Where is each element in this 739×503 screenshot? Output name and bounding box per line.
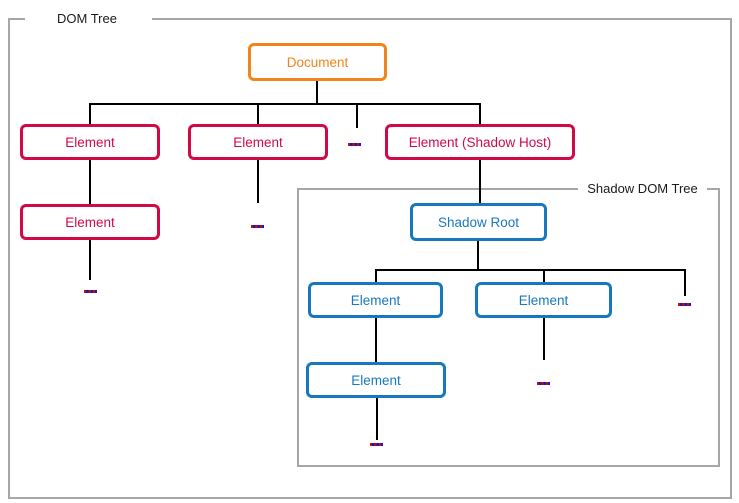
connector-line xyxy=(356,103,358,128)
dom-tree-label: DOM Tree xyxy=(25,10,152,27)
node-element-1-child: Element xyxy=(20,204,160,240)
connector-line xyxy=(316,81,318,105)
dom-tree-frame xyxy=(8,18,732,499)
node-shadow-element-1-child: Element xyxy=(306,362,446,398)
connector-line xyxy=(479,103,481,124)
ellipsis-mark xyxy=(348,143,361,146)
connector-line xyxy=(89,240,91,280)
node-shadow-root: Shadow Root xyxy=(410,203,547,241)
node-document: Document xyxy=(248,43,387,81)
connector-line xyxy=(89,160,91,204)
connector-line xyxy=(543,269,545,282)
connector-line xyxy=(257,103,259,124)
node-element-2: Element xyxy=(188,124,328,160)
connector-line xyxy=(375,269,377,282)
ellipsis-mark xyxy=(370,443,383,446)
node-shadow-element-2: Element xyxy=(475,282,612,318)
connector-line xyxy=(376,398,378,440)
connector-line xyxy=(257,160,259,203)
node-shadow-element-1: Element xyxy=(308,282,443,318)
connector-line xyxy=(477,241,479,271)
connector-line xyxy=(543,318,545,360)
shadow-dom-tree-label: Shadow DOM Tree xyxy=(578,180,707,197)
connector-line xyxy=(89,103,481,105)
ellipsis-mark xyxy=(678,303,691,306)
connector-line xyxy=(375,269,686,271)
shadow-dom-tree-frame xyxy=(297,188,720,467)
connector-line xyxy=(479,160,481,204)
node-element-1: Element xyxy=(20,124,160,160)
ellipsis-mark xyxy=(537,382,550,385)
node-shadow-host: Element (Shadow Host) xyxy=(385,124,575,160)
connector-line xyxy=(684,269,686,296)
connector-line xyxy=(89,103,91,124)
ellipsis-mark xyxy=(251,225,264,228)
ellipsis-mark xyxy=(84,290,97,293)
connector-line xyxy=(375,318,377,362)
